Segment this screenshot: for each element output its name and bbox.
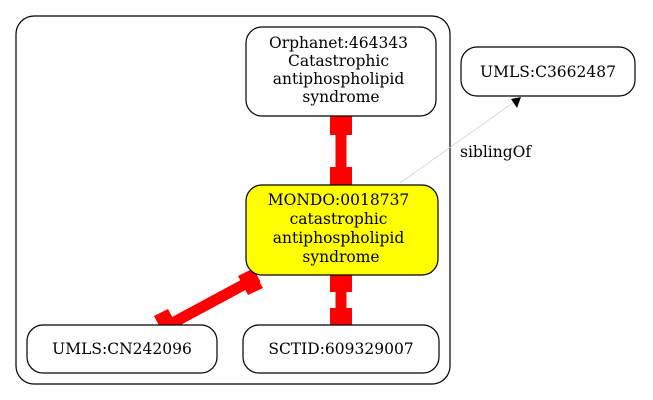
node-sctid-box bbox=[242, 324, 440, 374]
edge-siblingof-label: siblingOf bbox=[460, 143, 532, 161]
node-sctid-label: SCTID:609329007 bbox=[268, 340, 413, 358]
edge-orphanet-mondo bbox=[330, 111, 352, 189]
node-orphanet-label: Orphanet:464343 Catastrophic antiphospho… bbox=[269, 34, 413, 106]
node-orphanet[interactable]: Orphanet:464343 Catastrophic antiphospho… bbox=[245, 26, 437, 117]
edge-siblingof-arrowhead bbox=[511, 97, 521, 108]
node-umls-cn[interactable]: UMLS:CN242096 bbox=[26, 324, 218, 374]
node-umls-c-box bbox=[460, 46, 636, 97]
node-orphanet-box bbox=[245, 26, 437, 117]
node-umls-cn-box bbox=[26, 324, 218, 374]
node-umls-c-label: UMLS:C3662487 bbox=[480, 63, 616, 81]
node-sctid[interactable]: SCTID:609329007 bbox=[242, 324, 440, 374]
edge-mondo-sctid bbox=[330, 270, 352, 330]
cluster-box bbox=[15, 15, 451, 385]
node-umls-c[interactable]: UMLS:C3662487 bbox=[460, 46, 636, 97]
edge-siblingof-line bbox=[399, 101, 515, 184]
node-mondo[interactable]: MONDO:0018737 catastrophic antiphospholi… bbox=[245, 184, 439, 276]
node-mondo-label: MONDO:0018737 catastrophic antiphospholi… bbox=[268, 191, 414, 266]
node-umls-cn-label: UMLS:CN242096 bbox=[52, 340, 192, 358]
node-mondo-box bbox=[245, 184, 439, 276]
